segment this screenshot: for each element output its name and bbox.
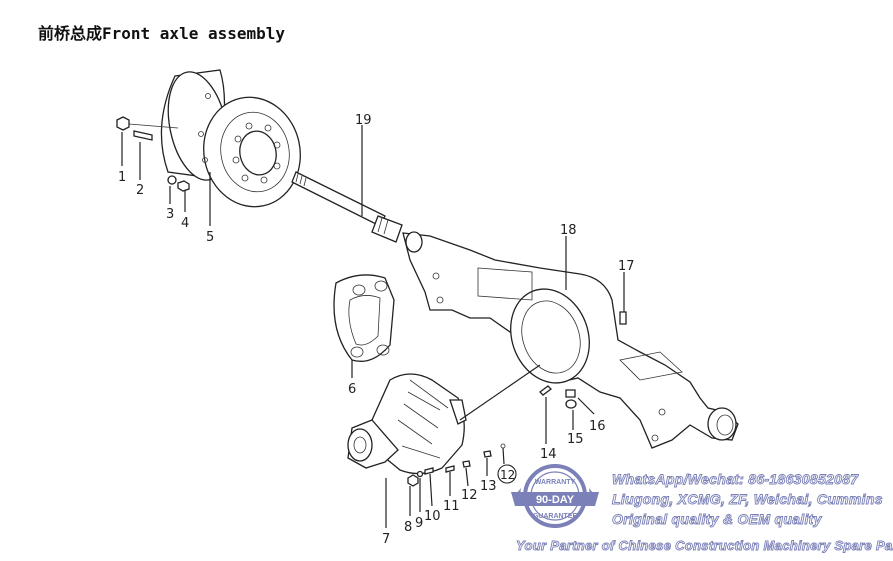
- part-label-12: 12: [461, 488, 478, 503]
- part-label-9: 9: [415, 516, 423, 531]
- part-label-13: 13: [480, 479, 497, 494]
- part-label-14: 14: [540, 447, 557, 462]
- part-label-3: 3: [166, 207, 174, 222]
- part-label-2: 2: [136, 183, 144, 198]
- part-label-1: 1: [118, 170, 126, 185]
- part-label-12-circle: [497, 464, 517, 484]
- watermark-brands: Liugong, XCMG, ZF, Weichai, Cummins: [612, 491, 883, 508]
- drain-plug-and-washer: [539, 385, 577, 409]
- part-label-10: 10: [424, 509, 441, 524]
- half-shaft: [291, 171, 403, 243]
- badge-bottom-text: GUARANTEE: [533, 513, 578, 520]
- brake-drum-hub: [160, 69, 301, 208]
- part-label-15: 15: [567, 432, 584, 447]
- badge-top-text: WARRANTY: [535, 479, 576, 486]
- part-number-labels: 1 2 3 4 5 6 7 8 9 10 11 12 13 12 14 15 1…: [118, 113, 635, 547]
- part-label-16: 16: [589, 419, 606, 434]
- axle-housing: [402, 231, 739, 449]
- part-label-19: 19: [355, 113, 372, 128]
- watermark-contact: WhatsApp/Wechat: 86-18630852087: [612, 471, 859, 488]
- part-label-8: 8: [404, 520, 412, 535]
- breather-plug: [619, 311, 627, 325]
- watermark-quality: Original quality & OEM quality: [612, 511, 822, 528]
- warranty-badge: 90-DAY WARRANTY GUARANTEE: [511, 464, 599, 528]
- part-label-7: 7: [382, 532, 390, 547]
- badge-main-text: 90-DAY: [536, 494, 575, 506]
- part-label-17: 17: [618, 259, 635, 274]
- diagram-title: 前桥总成Front axle assembly: [38, 24, 286, 43]
- part-label-4: 4: [181, 216, 189, 231]
- part-label-5: 5: [206, 230, 214, 245]
- leader-lines: [121, 125, 625, 528]
- part-label-12-circled: 12: [500, 468, 515, 482]
- reducer-fasteners: [407, 443, 506, 487]
- brake-spacer: [333, 274, 395, 362]
- part-label-18: 18: [560, 223, 577, 238]
- wheel-nut-bolt-washers: [116, 116, 190, 192]
- part-label-11: 11: [443, 499, 460, 514]
- main-reducer: [347, 373, 467, 475]
- part-label-6: 6: [348, 382, 356, 397]
- watermark-slogan: Your Partner of Chinese Construction Mac…: [516, 538, 893, 554]
